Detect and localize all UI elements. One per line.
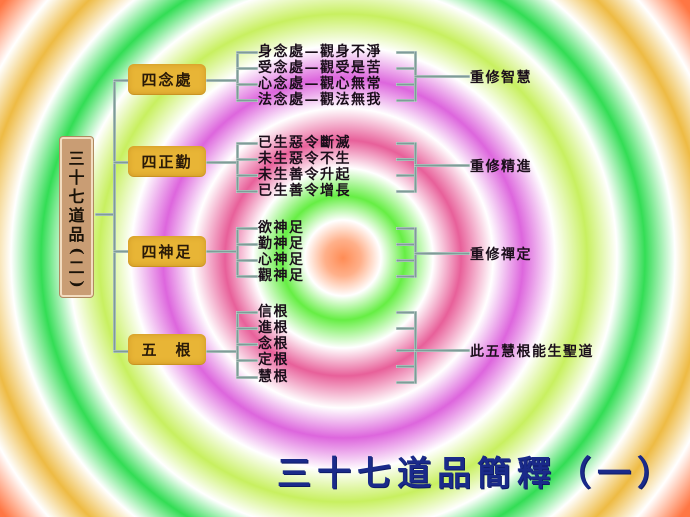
list-item: 心念處—觀心無常: [258, 76, 382, 92]
connector: [113, 350, 129, 353]
left-bracket: [236, 51, 239, 102]
root-char: 道: [68, 206, 85, 225]
connector: [396, 381, 416, 384]
connector: [396, 259, 416, 262]
connector: [396, 311, 416, 314]
list-item: 進根: [258, 320, 289, 336]
node-four-bases-of-power: 四神足: [128, 236, 206, 266]
trunk-connector: [113, 79, 116, 353]
connector: [414, 164, 470, 167]
connector: [206, 79, 238, 82]
connector: [396, 67, 416, 70]
left-bracket: [236, 142, 239, 193]
root-char: 二: [68, 258, 85, 277]
connector: [236, 359, 258, 362]
connector: [396, 158, 416, 161]
connector: [396, 51, 416, 54]
connector: [236, 190, 258, 193]
connector: [396, 190, 416, 193]
root-char: 十: [68, 168, 85, 187]
connector: [236, 67, 258, 70]
connector: [236, 158, 258, 161]
connector: [236, 99, 258, 102]
list-item: 已生惡令斷滅: [258, 135, 351, 151]
root-char: (: [67, 247, 87, 255]
root-char: 七: [68, 187, 85, 206]
root-box: 三 十 七 道 品 ( 二 ): [60, 137, 93, 297]
connector: [396, 365, 416, 368]
connector: [396, 227, 416, 230]
connector: [396, 349, 416, 352]
list-item: 受念處—觀受是苦: [258, 60, 382, 76]
connector: [396, 142, 416, 145]
connector: [414, 252, 470, 255]
result-label: 重修精進: [470, 159, 532, 175]
connector: [236, 275, 258, 278]
connector: [236, 343, 258, 346]
connector: [236, 174, 258, 177]
connector: [396, 243, 416, 246]
connector: [206, 350, 238, 353]
connector: [414, 349, 470, 352]
node-four-foundations-of-mindfulness: 四念處: [128, 64, 206, 94]
connector: [113, 79, 129, 82]
connector: [95, 213, 115, 216]
connector: [396, 275, 416, 278]
page-title: 三十七道品簡釋（一）: [277, 454, 677, 494]
list-item: 信根: [258, 304, 289, 320]
connector: [396, 327, 416, 330]
connector: [113, 161, 129, 164]
result-label: 此五慧根能生聖道: [470, 344, 594, 360]
list-item: 法念處—觀法無我: [258, 92, 382, 108]
connector: [236, 83, 258, 86]
connector: [236, 311, 258, 314]
connector: [236, 142, 258, 145]
connector: [396, 83, 416, 86]
root-char: 品: [68, 225, 85, 244]
connector: [236, 243, 258, 246]
list-item: 欲神足: [258, 220, 305, 236]
list-item: 心神足: [258, 252, 305, 268]
left-bracket: [236, 227, 239, 278]
connector: [236, 259, 258, 262]
connector: [206, 161, 238, 164]
root-char: ): [67, 280, 87, 288]
list-item: 觀神足: [258, 268, 305, 284]
connector: [113, 250, 129, 253]
right-bracket: [414, 142, 417, 193]
connector: [396, 174, 416, 177]
list-item: 已生善令增長: [258, 183, 351, 199]
connector: [414, 75, 470, 78]
result-label: 重修禪定: [470, 247, 532, 263]
list-item: 念根: [258, 336, 289, 352]
right-bracket: [414, 311, 417, 384]
result-label: 重修智慧: [470, 70, 532, 86]
list-item: 身念處—觀身不淨: [258, 44, 382, 60]
list-item: 勤神足: [258, 236, 305, 252]
node-four-right-efforts: 四正勤: [128, 146, 206, 176]
connector: [236, 51, 258, 54]
list-item: 定根: [258, 352, 289, 368]
connector: [206, 250, 238, 253]
connector: [396, 99, 416, 102]
connector: [236, 227, 258, 230]
list-item: 未生善令升起: [258, 167, 351, 183]
root-char: 三: [68, 149, 85, 168]
node-five-faculties: 五 根: [128, 334, 206, 364]
connector: [236, 327, 258, 330]
list-item: 未生惡令不生: [258, 151, 351, 167]
connector: [236, 376, 258, 379]
list-item: 慧根: [258, 369, 289, 385]
